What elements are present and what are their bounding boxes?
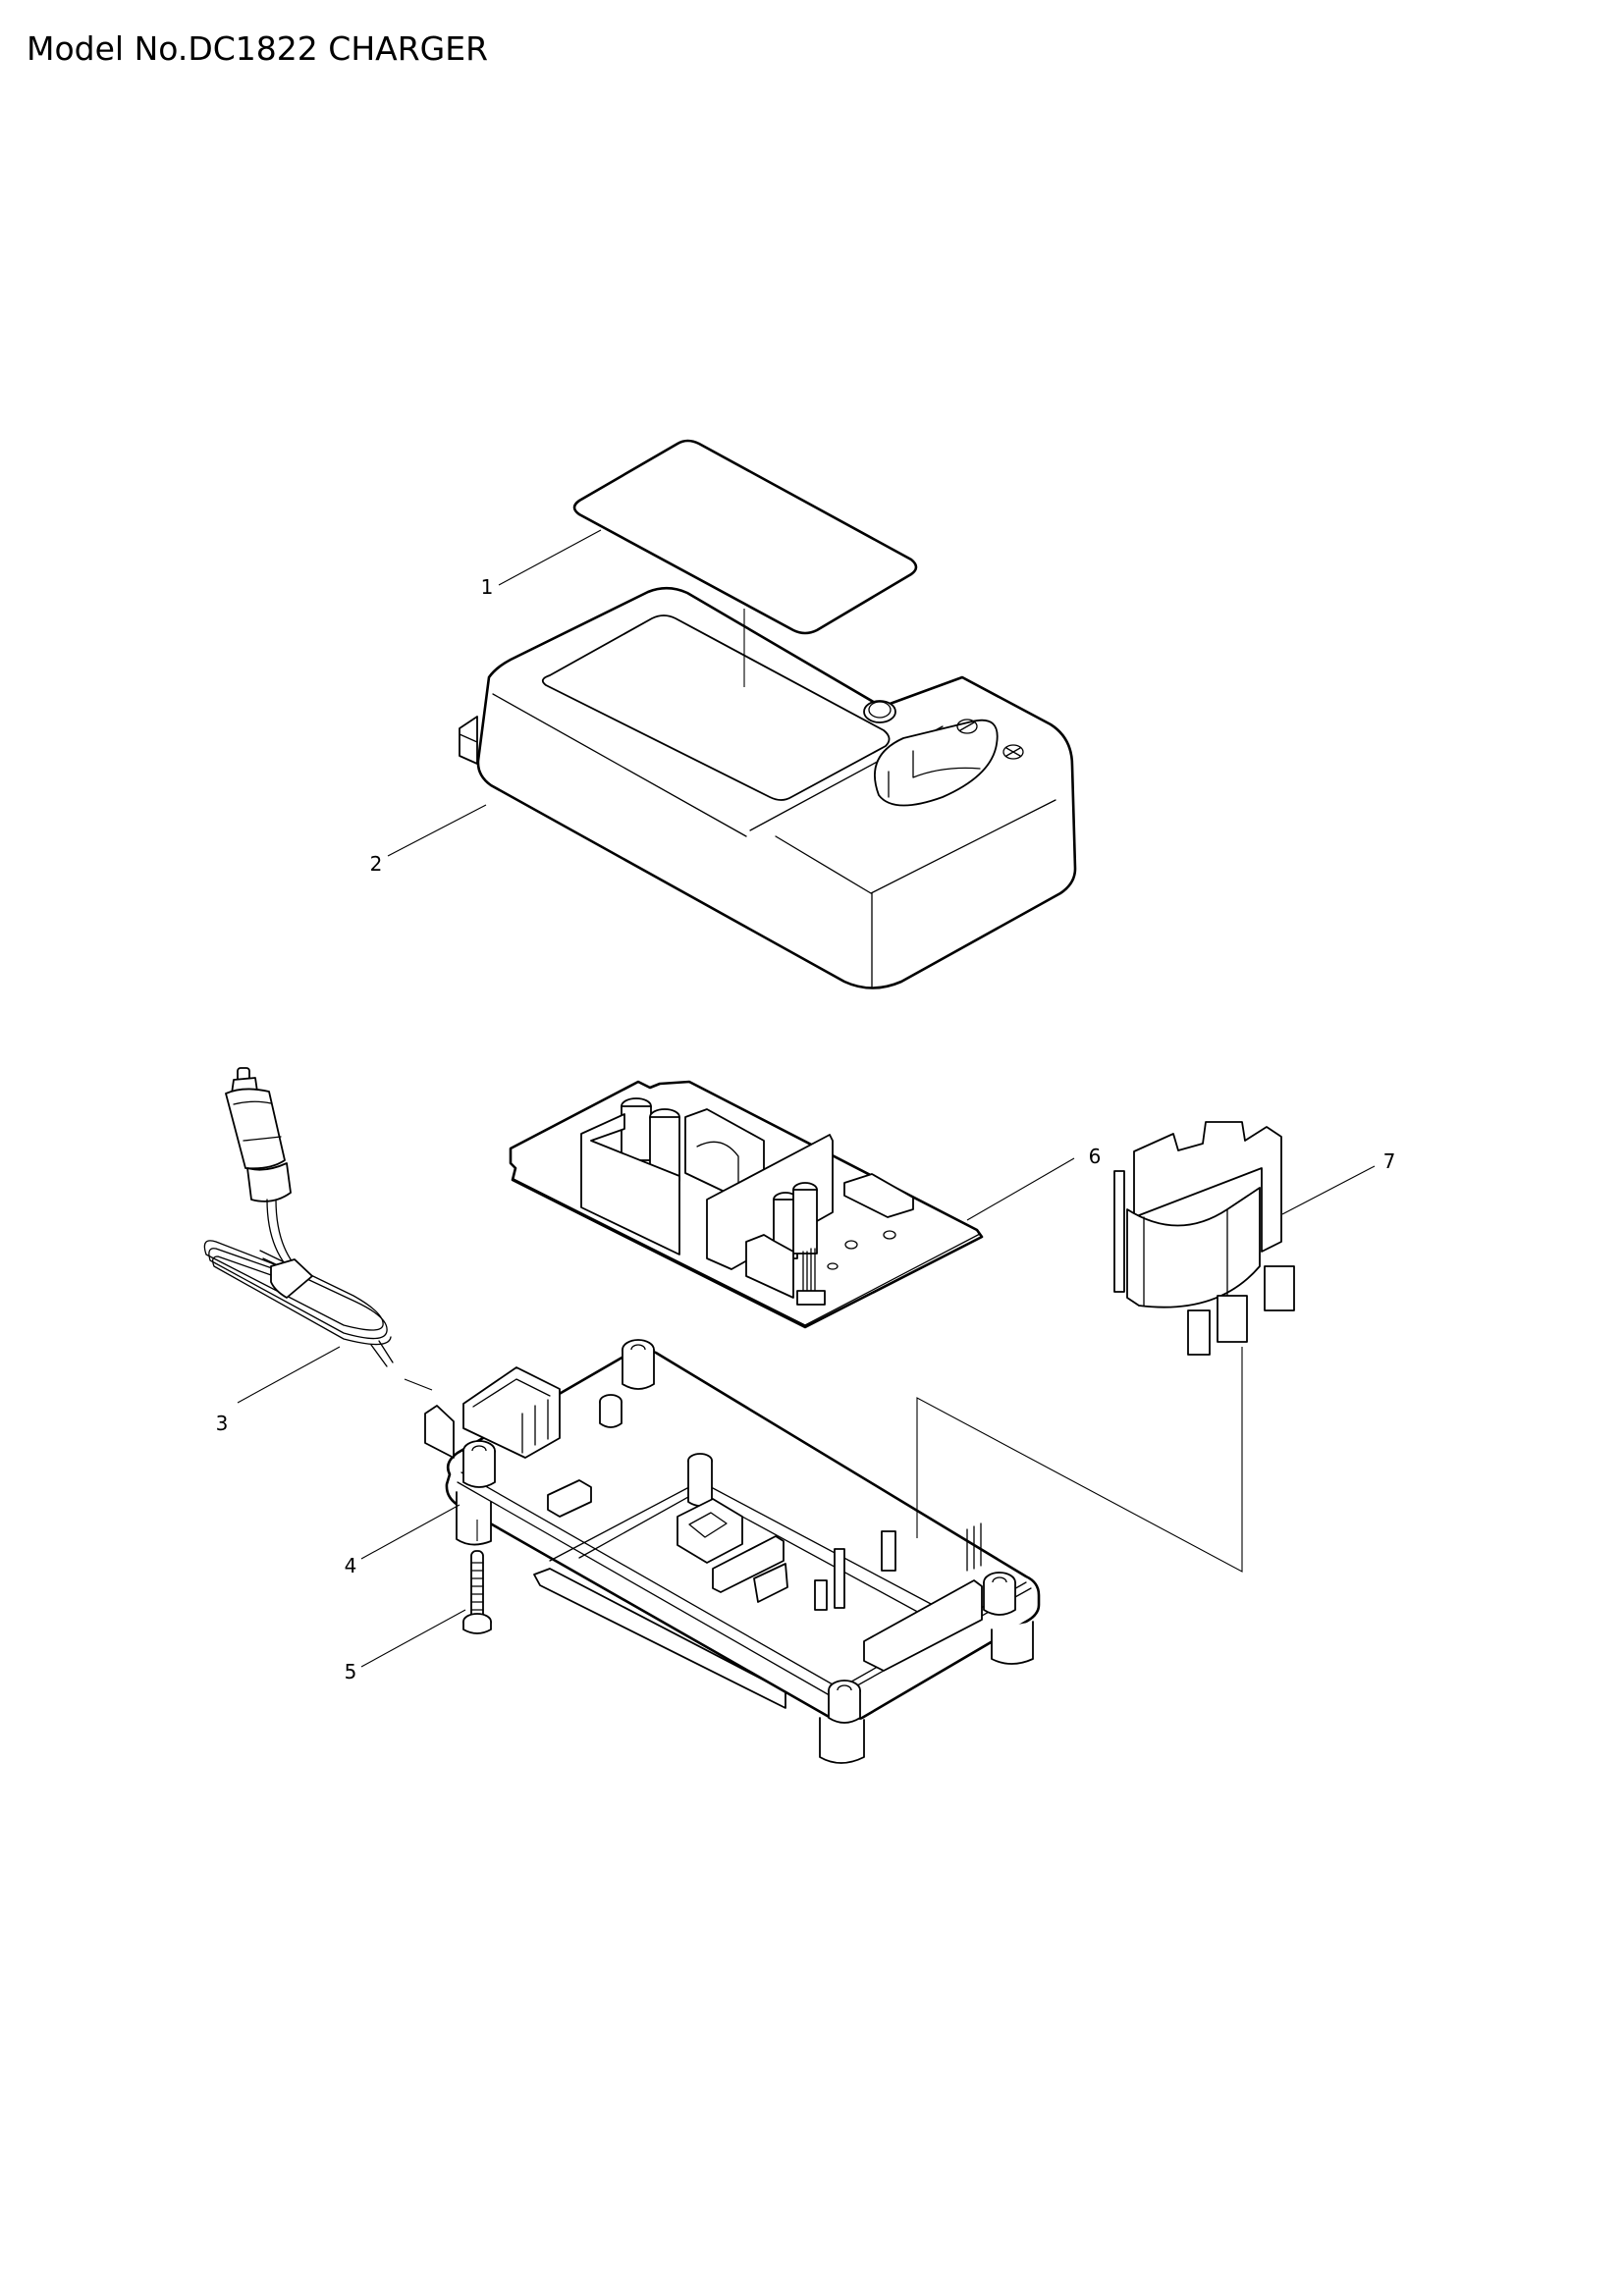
part-1-label-plate (572, 439, 918, 635)
part-label-1: 1 (480, 575, 494, 599)
leader-6 (966, 1157, 1075, 1221)
part-label-4: 4 (344, 1554, 357, 1577)
part-label-7: 7 (1382, 1149, 1396, 1173)
part-4-base (424, 1339, 1041, 1764)
leader-7 (1281, 1165, 1376, 1215)
part-3-dc-cord (203, 1067, 394, 1367)
leader-7-drop (916, 1347, 1243, 1573)
leader-4 (360, 1504, 460, 1560)
part-2-upper-cover (459, 586, 1077, 989)
boss (462, 1440, 496, 1488)
leader-lines (237, 529, 1376, 1668)
leader-5 (360, 1609, 466, 1668)
leader-2 (387, 804, 487, 857)
boss (828, 1680, 861, 1724)
leader-3 (237, 1346, 341, 1404)
boss (622, 1339, 655, 1390)
part-6-pcb (509, 1080, 984, 1329)
leader-3b (404, 1378, 433, 1391)
part-label-2: 2 (369, 852, 383, 876)
boss (983, 1572, 1016, 1616)
leader-1 (498, 529, 602, 586)
part-label-6: 6 (1088, 1145, 1102, 1168)
part-7-terminal-holder (1113, 1121, 1295, 1356)
part-5-screw (462, 1520, 492, 1634)
part-label-3: 3 (215, 1412, 229, 1435)
part-label-5: 5 (344, 1660, 357, 1683)
page-title: Model No.DC1822 CHARGER (27, 29, 488, 68)
